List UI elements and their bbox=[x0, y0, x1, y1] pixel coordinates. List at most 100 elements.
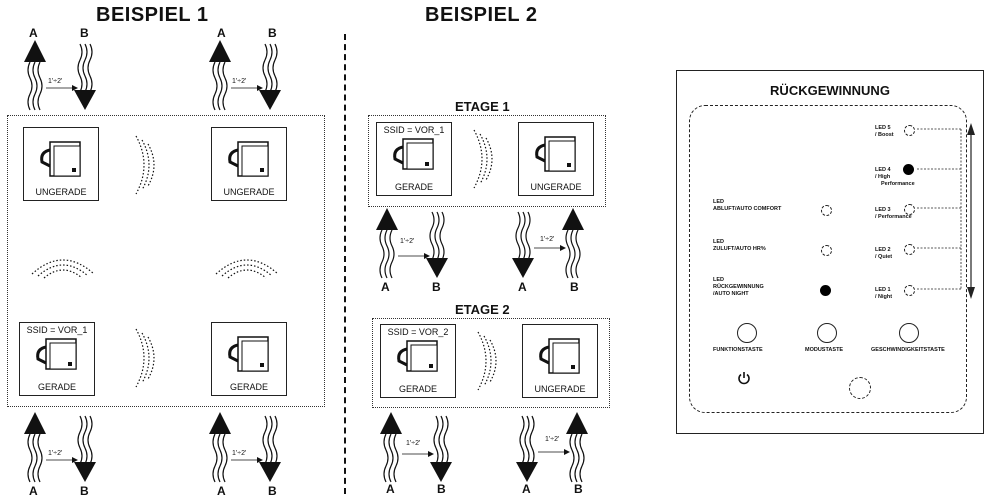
ventilation-unit: UNGERADE bbox=[518, 122, 594, 196]
unit-label: UNGERADE bbox=[534, 384, 586, 394]
arrow-label-b: B bbox=[268, 26, 277, 40]
speed-range-bracket bbox=[917, 123, 975, 299]
airflow-arrows bbox=[209, 40, 281, 111]
airflow-arrows bbox=[512, 208, 584, 279]
example2-title: BEISPIEL 2 bbox=[425, 4, 538, 26]
led-4 bbox=[903, 164, 914, 175]
ventilation-unit: UNGERADE bbox=[23, 127, 99, 201]
ventilation-unit-icon bbox=[228, 141, 269, 177]
arrow-label-a: A bbox=[217, 26, 226, 40]
floor2-group bbox=[372, 318, 610, 408]
speed-button-label: GESCHWINDIGKEITSTASTE bbox=[871, 347, 945, 353]
unit-label: GERADE bbox=[229, 382, 268, 392]
speed-button[interactable] bbox=[899, 323, 919, 343]
ventilation-unit: SSID = VOR_2 GERADE bbox=[380, 324, 456, 398]
ventilation-unit-icon bbox=[535, 136, 576, 172]
function-button[interactable] bbox=[737, 323, 757, 343]
led-1 bbox=[904, 285, 915, 296]
arrow-label-b: B bbox=[80, 484, 89, 498]
floor1-title: ETAGE 1 bbox=[455, 99, 510, 114]
airflow-arrows bbox=[24, 40, 96, 111]
floor2-title: ETAGE 2 bbox=[455, 302, 510, 317]
timing-label: 1'÷2' bbox=[48, 78, 63, 85]
wireless-signal-icon bbox=[135, 135, 155, 195]
arrow-label-b: B bbox=[268, 484, 277, 498]
ventilation-unit: SSID = VOR_1 GERADE bbox=[376, 122, 452, 196]
timing-label: 1'÷2' bbox=[540, 236, 555, 243]
timing-label: 1'÷2' bbox=[232, 450, 247, 457]
arrow-label-a: A bbox=[386, 482, 395, 496]
ventilation-unit-icon bbox=[40, 141, 81, 177]
led-recovery bbox=[820, 285, 831, 296]
arrow-label-b: B bbox=[437, 482, 446, 496]
timing-label: 1'÷2' bbox=[48, 450, 63, 457]
unit-label: UNGERADE bbox=[35, 187, 87, 197]
unit-label: UNGERADE bbox=[530, 182, 582, 192]
panel-face bbox=[689, 105, 967, 413]
mode-button-label: MODUSTASTE bbox=[805, 347, 844, 353]
airflow-arrows bbox=[380, 412, 452, 483]
sensor-ring bbox=[849, 377, 871, 399]
timing-label: 1'÷2' bbox=[232, 78, 247, 85]
ventilation-unit: SSID = VOR_1 GERADE bbox=[19, 322, 95, 396]
arrow-label-a: A bbox=[29, 26, 38, 40]
airflow-arrows bbox=[516, 412, 588, 483]
wireless-signal-icon bbox=[135, 328, 155, 388]
led-label-2: LED 2/ Quiet bbox=[875, 247, 893, 260]
unit-ssid: SSID = VOR_1 bbox=[383, 125, 445, 135]
timing-label: 1'÷2' bbox=[400, 238, 415, 245]
arrow-label-a: A bbox=[381, 280, 390, 294]
led-exhaust bbox=[821, 205, 832, 216]
timing-label: 1'÷2' bbox=[545, 436, 560, 443]
unit-ssid: SSID = VOR_2 bbox=[387, 327, 449, 337]
ventilation-unit-icon bbox=[393, 138, 434, 170]
arrow-label-b: B bbox=[570, 280, 579, 294]
section-divider bbox=[344, 34, 346, 494]
led-label-3: LED 3/ Performance bbox=[875, 207, 912, 220]
unit-label: UNGERADE bbox=[223, 187, 275, 197]
wireless-signal-icon bbox=[473, 129, 493, 189]
arrow-label-b: B bbox=[432, 280, 441, 294]
arrow-label-a: A bbox=[29, 484, 38, 498]
ventilation-unit-icon bbox=[397, 340, 438, 372]
arrow-label-b: B bbox=[80, 26, 89, 40]
mode-button[interactable] bbox=[817, 323, 837, 343]
wireless-signal-icon bbox=[215, 259, 279, 279]
function-button-label: FUNKTIONSTASTE bbox=[713, 347, 763, 353]
airflow-arrows bbox=[376, 208, 448, 279]
wireless-signal-icon bbox=[477, 331, 497, 391]
unit-label: GERADE bbox=[394, 182, 433, 192]
example1-group bbox=[7, 115, 325, 407]
ventilation-unit-icon bbox=[228, 336, 269, 372]
airflow-arrows bbox=[24, 412, 96, 483]
unit-ssid: SSID = VOR_1 bbox=[26, 325, 88, 335]
floor1-group bbox=[368, 115, 606, 207]
unit-label: GERADE bbox=[398, 384, 437, 394]
airflow-arrows bbox=[209, 412, 281, 483]
led-label-5: LED 5/ Boost bbox=[875, 125, 894, 138]
led-2 bbox=[904, 244, 915, 255]
panel-title: RÜCKGEWINNUNG bbox=[770, 83, 890, 98]
arrow-label-a: A bbox=[518, 280, 527, 294]
arrow-label-a: A bbox=[217, 484, 226, 498]
led-3 bbox=[904, 204, 915, 215]
arrow-label-a: A bbox=[522, 482, 531, 496]
ventilation-unit-icon bbox=[539, 338, 580, 374]
timing-label: 1'÷2' bbox=[406, 440, 421, 447]
power-icon bbox=[738, 372, 750, 385]
ventilation-unit: UNGERADE bbox=[522, 324, 598, 398]
ventilation-unit-icon bbox=[36, 338, 77, 370]
led-label-1: LED 1/ Night bbox=[875, 287, 893, 300]
ventilation-unit: UNGERADE bbox=[211, 127, 287, 201]
arrow-label-b: B bbox=[574, 482, 583, 496]
wireless-signal-icon bbox=[31, 259, 95, 279]
ventilation-unit: GERADE bbox=[211, 322, 287, 396]
unit-label: GERADE bbox=[37, 382, 76, 392]
example1-title: BEISPIEL 1 bbox=[96, 4, 209, 26]
led-5 bbox=[904, 125, 915, 136]
